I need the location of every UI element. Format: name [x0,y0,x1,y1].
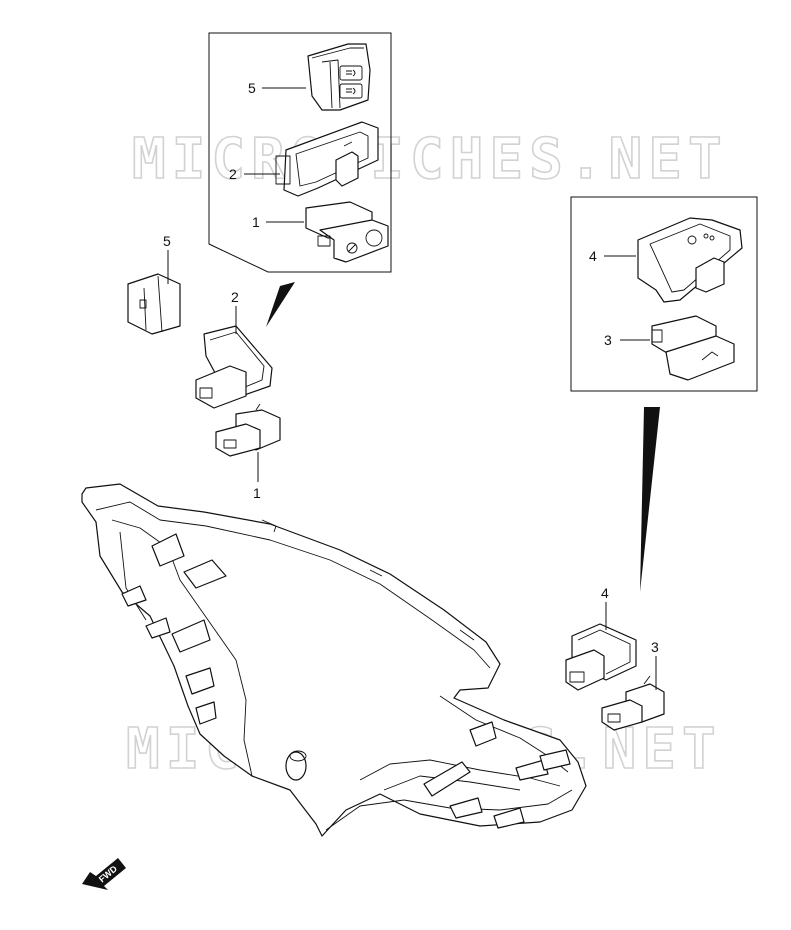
switch-part-4-inset [637,217,743,303]
callout-top-inset-1: 1 [252,214,260,230]
part-2-left [195,325,273,409]
callout-right-inset-4: 4 [589,248,597,264]
part-3-right [601,675,665,731]
callout-right-3: 3 [651,639,659,655]
switch-part-3-inset [651,315,735,381]
callout-right-inset-3: 3 [604,332,612,348]
callout-right-4: 4 [601,585,609,601]
right-inset: 4 3 [570,196,758,592]
hazard-switch-icon [701,351,719,361]
horn-switch-icon [346,242,358,254]
switch-part-2-inset [275,121,379,197]
part-4-right [565,623,637,691]
callout-top-inset-5: 5 [248,80,256,96]
handlebar-cover [81,483,587,837]
callout-left-2: 2 [231,289,239,305]
switch-part-1-inset [305,201,389,263]
inset-pointer-right [640,407,660,592]
inset-pointer-left [266,282,295,327]
headlight-switch-icon [346,69,356,95]
switch-part-5-inset [307,43,371,111]
fwd-arrow-icon: FWD [82,858,126,890]
callout-left-1: 1 [253,485,261,501]
watermark-top: MICROFICHES.NET [132,127,728,192]
part-1-left [215,403,281,457]
top-inset: 5 2 1 [208,32,392,327]
callout-top-inset-2: 2 [229,166,237,182]
callout-left-5: 5 [163,233,171,249]
part-5-left [127,273,181,335]
